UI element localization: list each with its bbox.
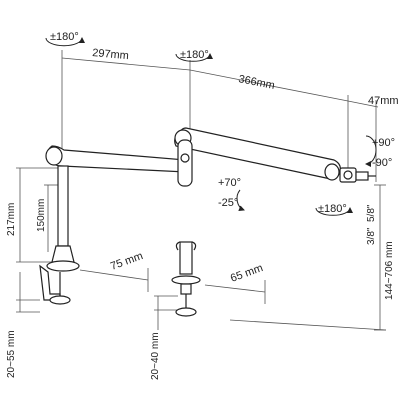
pole-collar: [51, 245, 75, 263]
label-297: 297mm: [92, 47, 130, 62]
rot-arrow-head: [315, 207, 353, 216]
label-tilt-up: +90°: [372, 137, 395, 149]
label-tilt-down: -90°: [372, 157, 392, 169]
label-thread-58: 5/8": [366, 204, 377, 222]
dimension-lines-top: [61, 50, 379, 182]
height-dimension: [229, 184, 387, 331]
pole-shaft: [57, 165, 69, 247]
label-thread-38: 3/8": [366, 227, 377, 245]
shoulder-joint: [45, 146, 63, 166]
label-base-65: 65 mm: [229, 262, 265, 285]
label-pole-150: 150mm: [36, 199, 47, 232]
pole-dimensions: [16, 167, 60, 313]
rot-arrow-top-mid: [175, 53, 213, 62]
grommet-pole: [171, 241, 201, 317]
monitor-arm: [45, 127, 376, 187]
label-pitch-down: -25°: [218, 197, 238, 209]
grommet-plate: [171, 275, 201, 285]
label-rot-top-mid: ±180°: [180, 49, 209, 61]
label-height-range: 144~706 mm: [384, 241, 395, 300]
elbow-knob: [180, 153, 190, 163]
label-pitch-up: +70°: [218, 177, 241, 189]
label-pole-217: 217mm: [6, 203, 17, 236]
grommet-shaft: [179, 241, 193, 275]
wrist-joint: [324, 163, 340, 181]
label-rot-top-left: ±180°: [50, 31, 79, 43]
dim-line-366: [189, 69, 349, 102]
dim-line-297: [61, 57, 191, 71]
label-grommet-range: 20~40 mm: [150, 332, 161, 380]
clamp-base-top: [46, 260, 80, 272]
tilt-knob: [343, 170, 353, 180]
label-base-75: 75 mm: [109, 250, 145, 273]
mount-adapter: [355, 171, 369, 181]
label-clamp-range: 20~55 mm: [6, 330, 17, 378]
elbow-hinge: [177, 139, 193, 187]
label-366: 366mm: [237, 73, 275, 92]
dim-line-47: [347, 100, 379, 108]
clamp-pole: [39, 165, 80, 305]
label-rot-head: ±180°: [318, 203, 347, 215]
upper-arm: [174, 127, 341, 180]
pitch-arrow: [236, 189, 245, 212]
base-dimensions: [79, 268, 266, 330]
rot-arrow-top-left: [45, 37, 85, 47]
dim-75-line: [79, 269, 149, 281]
clamp-knob: [49, 295, 71, 305]
tilt-arrow: [365, 135, 377, 167]
dim-65-line: [204, 284, 266, 293]
grommet-knob: [175, 307, 197, 317]
rotation-arrows: [45, 37, 377, 216]
label-47: 47mm: [368, 95, 399, 107]
